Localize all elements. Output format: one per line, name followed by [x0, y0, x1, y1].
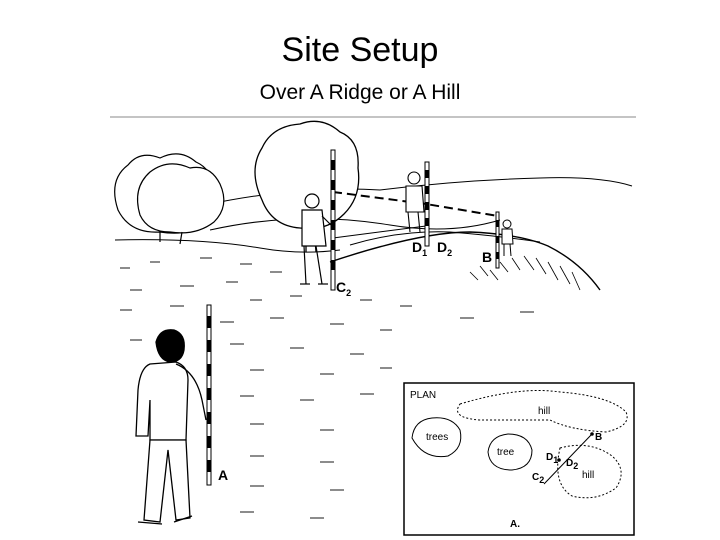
plan-title: PLAN	[410, 390, 436, 401]
person-a	[135, 329, 207, 525]
sight-line	[332, 191, 499, 217]
person-c2	[300, 193, 335, 285]
plan-label-b: B	[595, 432, 602, 443]
plan-label-hill-top: hill	[538, 406, 550, 417]
label-b: B	[482, 249, 492, 265]
plan-label-d2: D2	[566, 458, 578, 471]
slide-title: Site Setup	[281, 31, 439, 69]
plan-label-a: A.	[510, 519, 520, 530]
ridge-hill	[329, 231, 601, 291]
label-d1: D1	[412, 239, 427, 258]
slide-subtitle: Over A Ridge or A Hill	[259, 81, 461, 104]
plan-sight-line	[543, 433, 593, 485]
plan-label-c2: C2	[532, 472, 544, 485]
plan-label-tree: tree	[497, 447, 515, 458]
label-c2: C2	[336, 279, 351, 298]
field-texture	[120, 257, 534, 519]
label-a: A	[218, 467, 228, 483]
stake-d	[424, 161, 430, 247]
tree-cluster-left	[114, 153, 225, 245]
stake-c2	[330, 149, 336, 291]
plan-label-trees: trees	[426, 432, 448, 443]
plan-trees	[411, 417, 533, 471]
plan-label-hill-bottom: hill	[582, 470, 594, 481]
plan-point-d	[557, 458, 561, 462]
plan-label-d1: D1	[546, 452, 558, 465]
person-b	[501, 219, 514, 257]
person-d	[405, 171, 425, 233]
plan-point-b	[590, 432, 594, 436]
stake-b	[495, 211, 500, 269]
stake-a	[206, 304, 212, 486]
plan-hill-top	[457, 390, 628, 433]
plan-hill-bottom	[557, 444, 622, 499]
label-d2: D2	[437, 239, 452, 258]
plan-inset: PLAN hill trees tree hill B D1 D2 C2 A.	[403, 382, 635, 536]
level-line	[332, 225, 427, 239]
